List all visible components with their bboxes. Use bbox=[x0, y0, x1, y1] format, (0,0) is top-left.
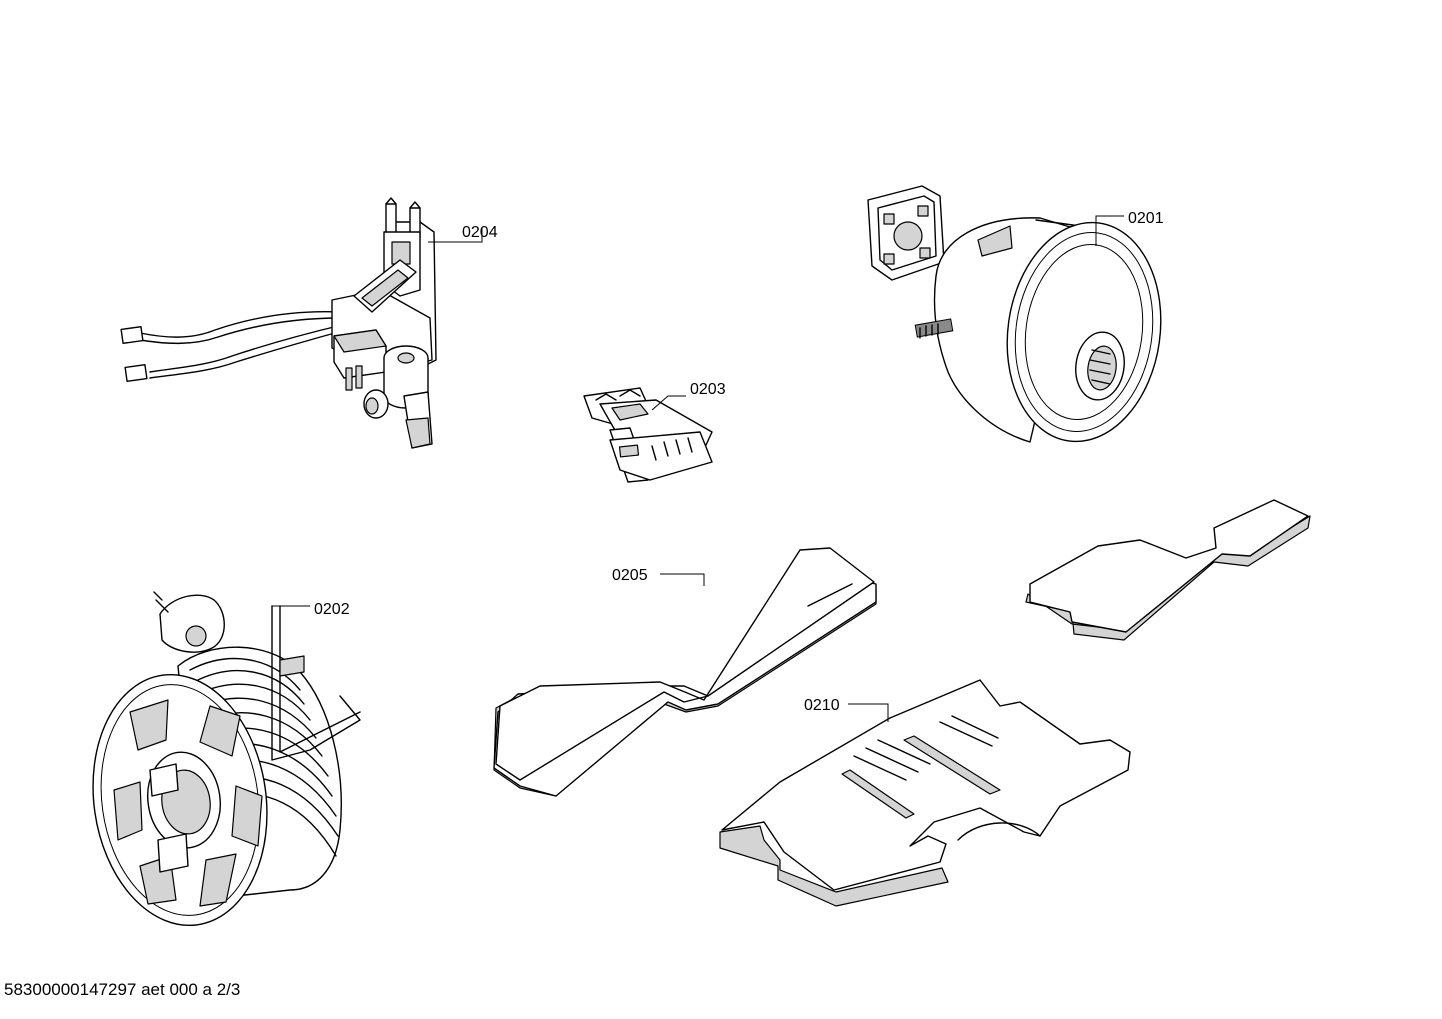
leader-0205 bbox=[660, 573, 705, 586]
motor-drawing bbox=[867, 185, 1162, 443]
part-label-0210: 0210 bbox=[804, 697, 840, 714]
leader-0201 bbox=[1095, 215, 1124, 246]
part-label-0201: 0201 bbox=[1128, 210, 1164, 227]
connector-clip-drawing bbox=[583, 387, 713, 483]
part-label-0203: 0203 bbox=[690, 381, 726, 398]
part-label-0205: 0205 bbox=[612, 567, 648, 584]
part-label-0204: 0204 bbox=[462, 224, 498, 241]
part-label-0202: 0202 bbox=[314, 601, 350, 618]
leader-0202 bbox=[271, 605, 310, 618]
leader-0203 bbox=[651, 395, 686, 411]
leader-0210 bbox=[848, 703, 889, 722]
foam-pad-wide-drawing bbox=[719, 679, 1131, 907]
document-reference-footer: 58300000147297 aet 000 a 2/3 bbox=[4, 980, 241, 999]
cable-reel-drawing bbox=[92, 591, 361, 927]
foam-pad-long-drawing bbox=[493, 547, 877, 797]
switch-assembly-drawing bbox=[120, 197, 437, 449]
leader-0204 bbox=[428, 228, 483, 243]
foam-strip-drawing bbox=[1025, 499, 1311, 641]
